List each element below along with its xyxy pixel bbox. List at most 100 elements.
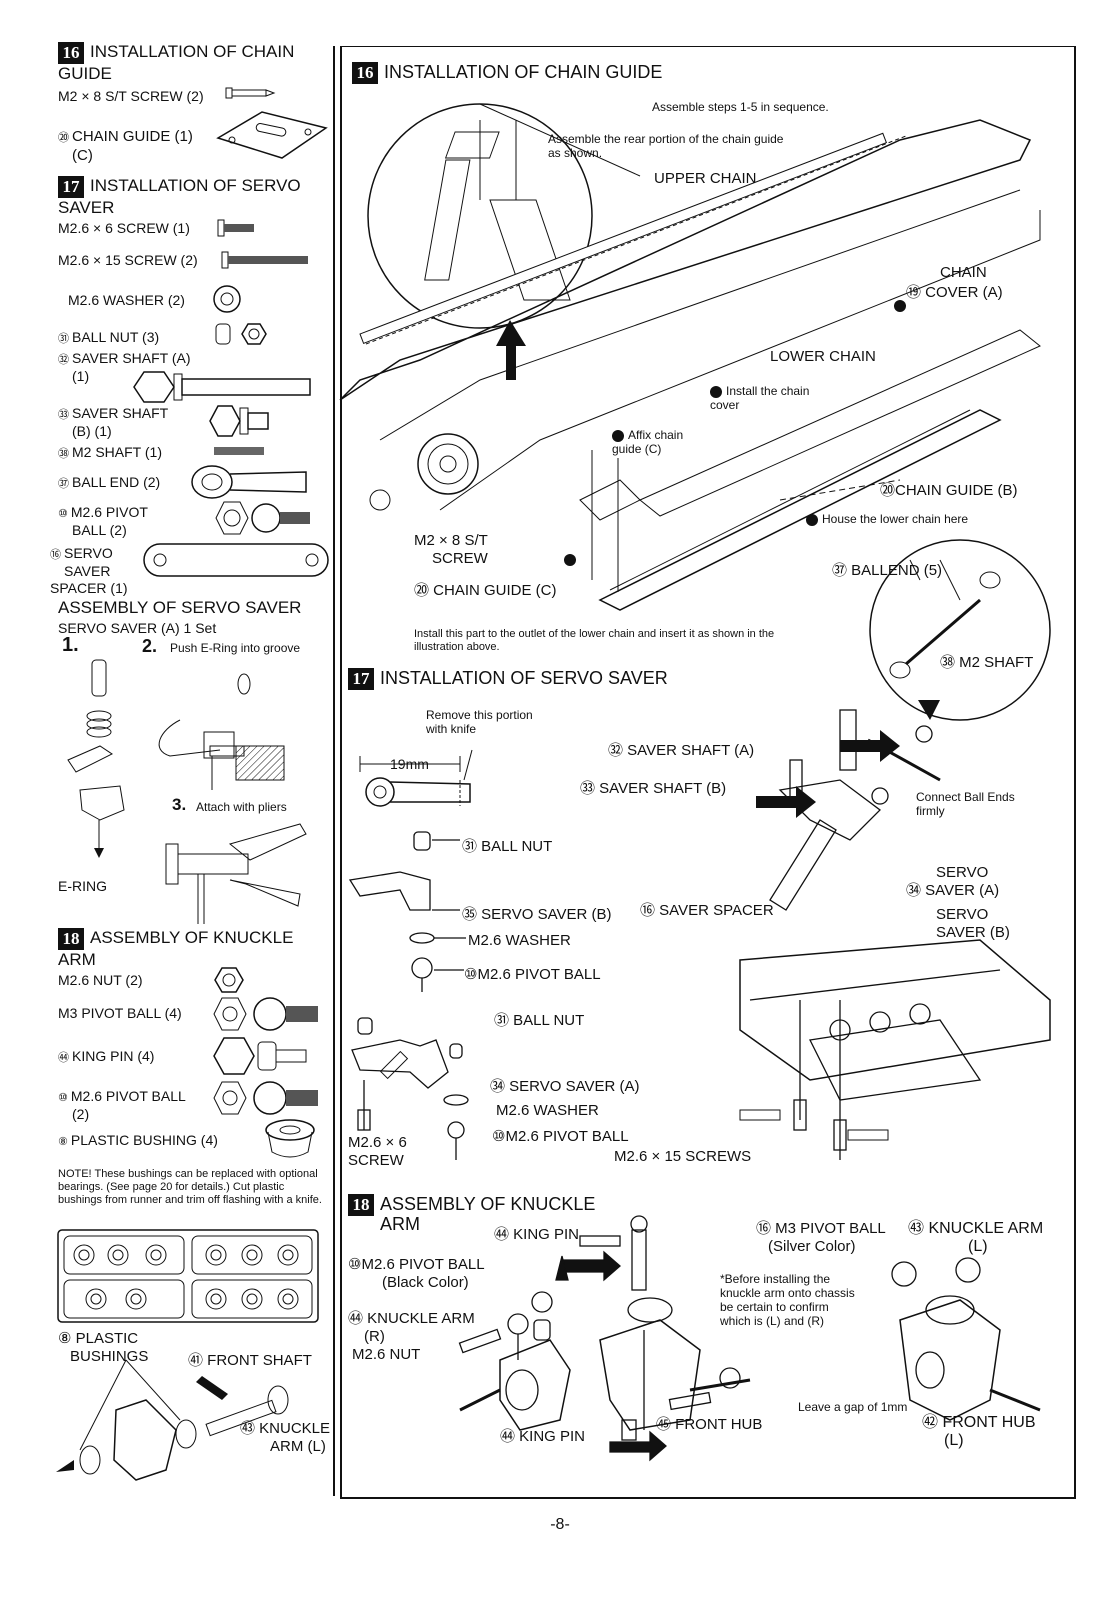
bushing-note: NOTE! These bushings can be replaced wit… <box>58 1168 322 1206</box>
pivot-ball-label-2: ⑩M2.6 PIVOT BALL <box>492 1128 629 1145</box>
parts-item: M2.6 × 6 SCREW (1) <box>58 220 190 236</box>
right-step17-title: INSTALLATION OF SERVO SAVER <box>380 668 668 688</box>
king-pin-label-2: ㊹ KING PIN <box>500 1428 586 1445</box>
chain-guide-icon <box>216 111 328 159</box>
step1-note: House the lower chain here <box>806 512 968 526</box>
left-column-rule <box>333 46 335 1496</box>
parts-item: M2 × 8 S/T SCREW (2) <box>58 88 204 104</box>
assembly-step-2-text: Push E-Ring into groove <box>170 641 301 655</box>
washer-label: M2.6 WASHER <box>468 932 571 949</box>
saver-shaft-b-icon <box>209 405 269 437</box>
king-pin-icon <box>213 1037 307 1075</box>
saver-shaft-a-label: ㉜ SAVER SHAFT (A) <box>608 742 755 759</box>
pivot-ball-icon <box>213 1081 318 1115</box>
knuckle-arm-assembly-drawing <box>458 1215 1041 1462</box>
ball-nut-label-2: ㉛ BALL NUT <box>494 1012 585 1029</box>
parts-item: M2.6 WASHER (2) <box>68 292 185 308</box>
ball-end-icon <box>191 465 307 499</box>
servo-saver-b-label: ㉟ SERVO SAVER (B) <box>462 906 612 923</box>
m3-pivot-ball-icon <box>213 997 318 1031</box>
pivot-ball-black-label: ⑩M2.6 PIVOT BALL(Black Color) <box>348 1256 485 1291</box>
king-pin-label: ㊹ KING PIN <box>494 1226 580 1243</box>
knuckle-arm-r-label: ㊹ KNUCKLE ARM(R) <box>348 1310 475 1345</box>
servo-saver-installation-drawing <box>348 709 1051 1160</box>
rear-portion-note: Assemble the rear portion of the chain g… <box>548 132 784 160</box>
long-screw-icon <box>221 251 308 269</box>
step4-note: Install the chain cover <box>710 384 810 412</box>
washer-icon <box>213 285 241 313</box>
servo-horn-cut-drawing <box>359 749 473 807</box>
left-step17-title: INSTALLATION OF SERVO SAVER <box>58 176 301 217</box>
chain-guide-installation-drawing <box>339 103 1051 721</box>
saver-shaft-b-label: ㉝ SAVER SHAFT (B) <box>580 780 727 797</box>
m2-shaft-label: ㊳ M2 SHAFT <box>940 654 1034 671</box>
sequence-note: Assemble steps 1-5 in sequence. <box>652 100 829 114</box>
chain-cover-label: CHAIN <box>940 264 987 281</box>
pliers-drawing <box>165 823 307 924</box>
chain-guide-c-label: ⑳ CHAIN GUIDE (C) <box>414 582 557 599</box>
page-number: -8- <box>550 1516 570 1533</box>
right-step18-title: ASSEMBLY OF KNUCKLE <box>380 1194 596 1214</box>
assembly-servo-saver-sub: SERVO SAVER (A) 1 Set <box>58 620 217 636</box>
knuckle-bushing-drawing <box>56 1359 289 1481</box>
servo-saver-assembly-drawing <box>67 659 285 858</box>
install-note: Install this part to the outlet of the l… <box>414 628 775 653</box>
pivot-ball-label: ⑩M2.6 PIVOT BALL <box>464 966 601 983</box>
assembly-step-3-text: Attach with pliers <box>196 800 287 814</box>
m3-pivot-ball-label: ⑯ M3 PIVOT BALL(Silver Color) <box>756 1220 886 1255</box>
front-shaft-label: ㊶ FRONT SHAFT <box>188 1352 312 1369</box>
parts-item: M2.6 × 15 SCREW (2) <box>58 252 198 268</box>
assembly-step-3: 3. <box>172 795 187 814</box>
left-step18-title: ASSEMBLY OF KNUCKLE ARM <box>58 928 294 969</box>
plastic-bushing-icon <box>265 1119 315 1158</box>
screw-icon <box>225 87 276 99</box>
step-number-badge: 16 <box>58 42 84 64</box>
washer-label-2: M2.6 WASHER <box>496 1102 599 1119</box>
bushings-runner-drawing <box>57 1229 319 1323</box>
upper-chain-label: UPPER CHAIN <box>654 170 757 187</box>
parts-item: M3 PIVOT BALL (4) <box>58 1005 182 1021</box>
front-hub-l-label: ㊷ FRONT HUB(L) <box>922 1414 1036 1449</box>
lower-chain-label: LOWER CHAIN <box>770 348 876 365</box>
before-install-note: *Before installing the knuckle arm onto … <box>720 1272 855 1328</box>
step-number-badge: 18 <box>348 1194 374 1216</box>
servo-saver-spacer-icon <box>143 543 329 577</box>
m2-shaft-icon <box>214 447 264 455</box>
step5-note: Affix chain guide (C) <box>612 428 684 456</box>
nut-icon <box>214 967 244 993</box>
parts-item: M2.6 NUT (2) <box>58 972 143 988</box>
assembly-servo-saver-title: ASSEMBLY OF SERVO SAVER <box>58 598 302 617</box>
step-number-badge: 18 <box>58 928 84 950</box>
chain-guide-b-label: ⑳CHAIN GUIDE (B) <box>880 482 1018 499</box>
front-hub-label: ㊺ FRONT HUB <box>656 1416 763 1433</box>
left-step16-title: INSTALLATION OF CHAIN GUIDE <box>58 42 295 83</box>
assembly-step-1: 1. <box>62 634 79 656</box>
step-number-badge: 16 <box>352 62 378 84</box>
chain-cover-a-label: ⑲ COVER (A) <box>906 284 1003 301</box>
pivot-ball-icon <box>215 501 310 535</box>
assembly-step-2: 2. <box>142 636 158 656</box>
saver-spacer-label: ⑯ SAVER SPACER <box>640 902 774 919</box>
step-number-badge: 17 <box>58 176 84 198</box>
